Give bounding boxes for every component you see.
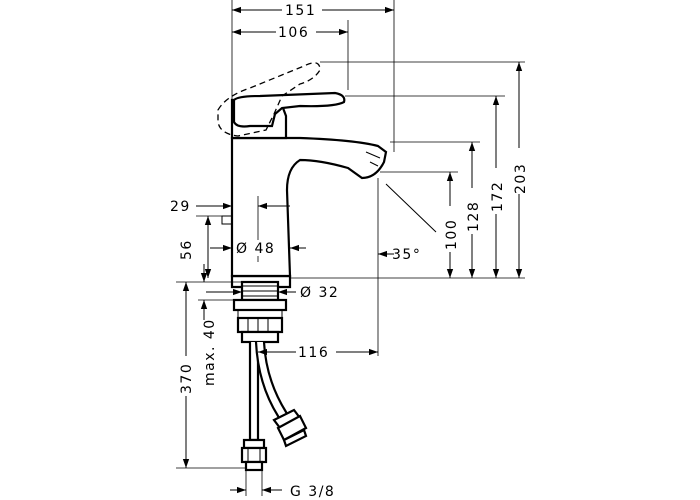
dimension-labels: 151 106 203 172 128 100 29 56 Ø 48 Ø 32 … xyxy=(170,2,529,500)
label-max40: max. 40 xyxy=(202,318,218,386)
label-56: 56 xyxy=(179,239,195,260)
label-128: 128 xyxy=(466,201,482,232)
label-151: 151 xyxy=(285,3,316,19)
label-g38: G 3/8 xyxy=(290,484,335,500)
label-370: 370 xyxy=(179,363,195,394)
label-100: 100 xyxy=(444,219,460,250)
shank-bottom xyxy=(240,330,280,344)
label-106: 106 xyxy=(278,25,309,41)
label-35-degrees: 35° xyxy=(392,247,421,263)
threaded-shank xyxy=(232,280,288,344)
label-203: 203 xyxy=(513,163,529,194)
supply-hoses xyxy=(240,341,308,472)
label-116: 116 xyxy=(298,345,329,361)
spout-outlet xyxy=(365,151,381,167)
angle-line-35 xyxy=(385,183,437,233)
lever-raised-position xyxy=(217,62,321,137)
label-d48: Ø 48 xyxy=(236,241,275,257)
hose-fitting-right xyxy=(276,414,308,442)
pop-up-rod xyxy=(221,215,233,225)
label-172: 172 xyxy=(490,181,506,212)
fixing-nut xyxy=(236,316,284,334)
hose-right xyxy=(254,341,292,426)
label-29: 29 xyxy=(170,199,191,215)
hose-fitting-left xyxy=(240,446,268,464)
label-d32: Ø 32 xyxy=(300,285,339,301)
fixing-washer xyxy=(232,298,288,312)
lever-handle xyxy=(232,91,346,128)
